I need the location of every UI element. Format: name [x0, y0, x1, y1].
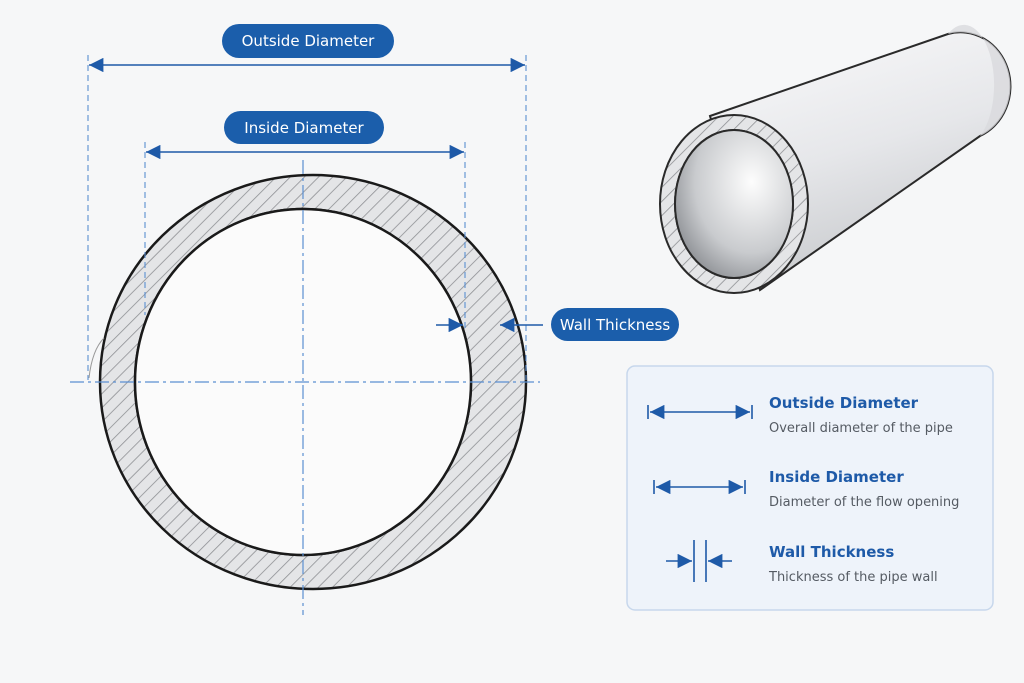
inside-diameter-pill	[224, 111, 384, 144]
legend-od-symbol	[647, 404, 753, 420]
pipe-3d-illustration	[658, 24, 1012, 294]
legend-item-description: Diameter of the flow opening	[769, 495, 959, 510]
wall-thickness-pill	[551, 308, 679, 341]
pipe-3d-bore	[674, 129, 794, 279]
legend-item-title: Inside Diameter	[769, 468, 904, 486]
inside-diameter-dimension: Inside Diameter	[146, 111, 464, 160]
legend-item-title: Outside Diameter	[769, 394, 919, 412]
legend-item: Inside Diameter Diameter of the flow ope…	[653, 468, 959, 510]
extension-lines	[87, 55, 527, 380]
outside-diameter-dimension: Outside Diameter	[89, 24, 525, 73]
legend-item-description: Thickness of the pipe wall	[768, 570, 938, 585]
legend-item-title: Wall Thickness	[769, 543, 894, 561]
pencil-stroke	[88, 337, 105, 379]
wall-thickness-dimension: Wall Thickness	[436, 308, 679, 341]
legend-item: Wall Thickness Thickness of the pipe wal…	[666, 540, 938, 585]
legend-wt-symbol	[666, 540, 732, 582]
center-lines	[70, 160, 540, 615]
legend-item: Outside Diameter Overall diameter of the…	[647, 394, 953, 436]
legend-id-symbol	[653, 479, 746, 495]
inside-diameter-label: Inside Diameter	[244, 119, 364, 137]
legend-panel: Outside Diameter Overall diameter of the…	[626, 365, 994, 611]
legend-item-description: Overall diameter of the pipe	[769, 421, 953, 436]
pipe-3d-far-end-shade	[948, 24, 1011, 136]
outside-diameter-pill	[222, 24, 394, 58]
outside-diameter-label: Outside Diameter	[242, 32, 376, 50]
wall-thickness-label: Wall Thickness	[560, 316, 670, 334]
legend-box	[626, 365, 994, 611]
